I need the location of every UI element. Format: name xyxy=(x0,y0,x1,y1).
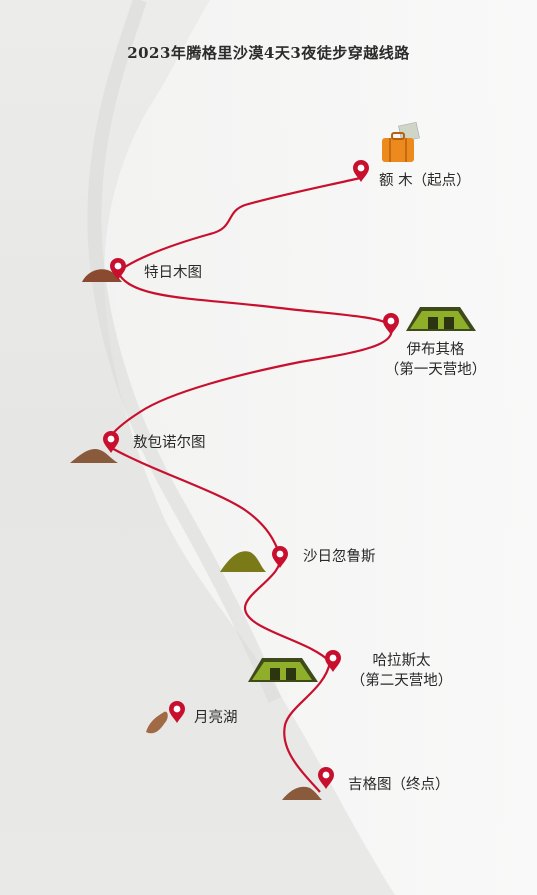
lake-icon xyxy=(146,711,168,734)
stop-label-teri[interactable]: 特日木图 xyxy=(144,265,202,281)
tent-icon xyxy=(406,307,476,331)
stop-label-sha[interactable]: 沙日忽鲁斯 xyxy=(303,549,376,565)
location-pin-icon[interactable] xyxy=(103,431,119,453)
location-pin-icon[interactable] xyxy=(272,546,288,568)
dune-icon xyxy=(282,786,322,800)
route-line xyxy=(106,176,393,793)
dune-icon xyxy=(70,449,118,463)
stop-note: （第二天营地） xyxy=(350,673,453,689)
suitcase-icon xyxy=(382,121,420,162)
dune-icon xyxy=(220,551,266,572)
stop-label-lake[interactable]: 月亮湖 xyxy=(194,710,238,726)
location-pin-icon[interactable] xyxy=(353,160,369,182)
stop-note: （第一天营地） xyxy=(384,362,487,378)
location-pin-icon[interactable] xyxy=(325,650,341,672)
sand-dune-highlight xyxy=(104,0,537,895)
stop-label-emu[interactable]: 额 木（起点） xyxy=(379,173,471,189)
stop-name: 哈拉斯太 xyxy=(372,653,431,669)
stop-label-yibu[interactable]: 伊布其格 （第一天营地） xyxy=(378,340,493,380)
location-pin-icon[interactable] xyxy=(318,767,334,789)
location-pin-icon[interactable] xyxy=(383,313,399,335)
tent-icon xyxy=(248,658,318,682)
stop-label-ji[interactable]: 吉格图（终点） xyxy=(348,777,450,793)
location-pin-icon[interactable] xyxy=(110,258,126,280)
location-pin-icon[interactable] xyxy=(169,701,185,723)
sand-ridge-shadow xyxy=(87,0,282,703)
stop-name: 伊布其格 xyxy=(406,342,465,358)
dune-icon xyxy=(82,269,122,282)
stop-label-ha[interactable]: 哈拉斯太 （第二天营地） xyxy=(344,651,459,691)
map-title: 2023年腾格里沙漠4天3夜徒步穿越线路 xyxy=(127,44,410,62)
stop-label-ao[interactable]: 敖包诺尔图 xyxy=(133,435,206,451)
